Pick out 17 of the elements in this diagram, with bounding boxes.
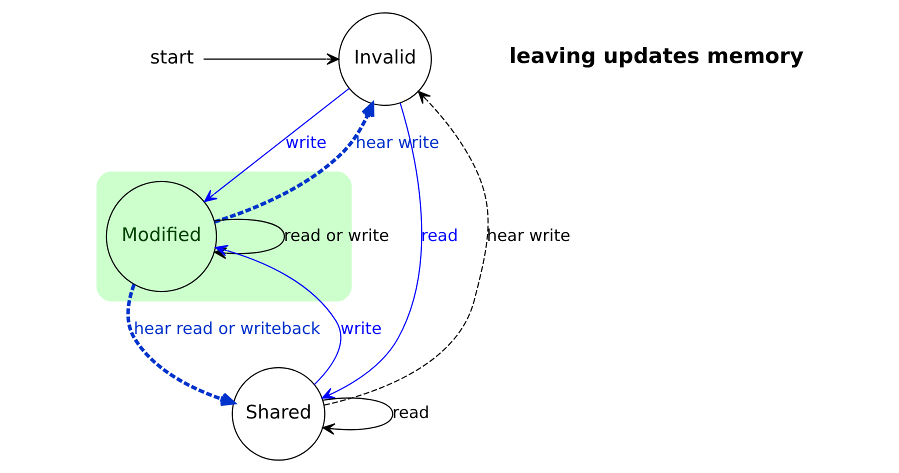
arrow (204, 88, 350, 202)
arrow (322, 102, 422, 399)
edge-label: write (285, 132, 327, 152)
arrow (322, 398, 394, 435)
edge-label: hear write (486, 226, 570, 245)
edge-label: read or write (284, 226, 390, 245)
edge-label: read (421, 226, 458, 245)
edge-label: write (340, 318, 382, 338)
node-circle: Shared (232, 367, 326, 461)
arrow (324, 90, 489, 406)
edge-label: read (392, 403, 430, 422)
edge-label: hear read or writeback (134, 318, 320, 338)
label: leaving updates memory (509, 43, 804, 68)
arrow (204, 53, 340, 65)
node-text: start (150, 48, 194, 69)
arrow (214, 102, 374, 224)
arrow (126, 284, 236, 406)
